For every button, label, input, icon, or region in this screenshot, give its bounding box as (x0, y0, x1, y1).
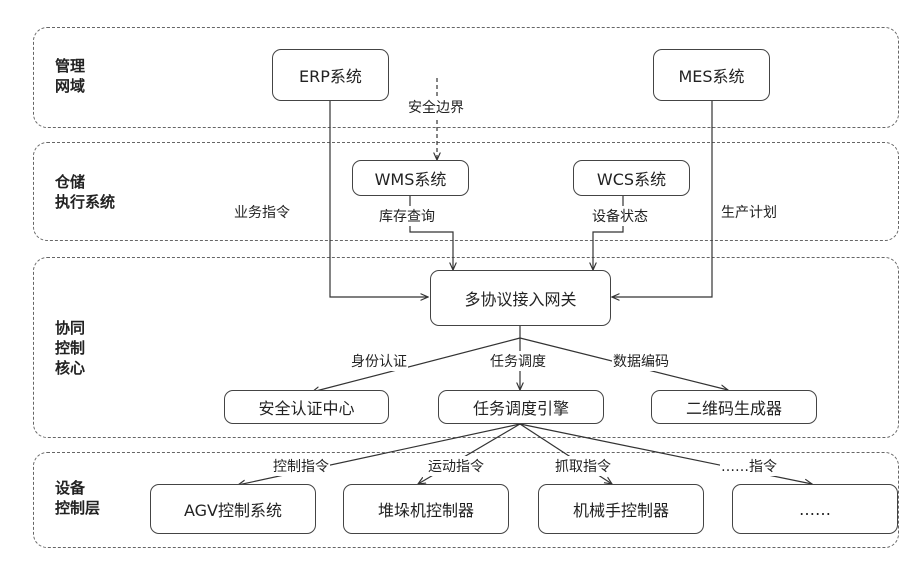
wcs-system-node: WCS系统 (573, 160, 690, 196)
production-plan-label: 生产计划 (720, 202, 778, 222)
mes-system-label: MES系统 (678, 63, 744, 87)
robot-arm-controller-node: 机械手控制器 (538, 484, 704, 534)
security-boundary-label: 安全边界 (407, 97, 465, 117)
edge-erp-gateway (330, 101, 428, 297)
wcs-system-label: WCS系统 (597, 166, 666, 190)
qr-generator-node: 二维码生成器 (651, 390, 817, 424)
grab-command-label: 抓取指令 (554, 456, 612, 476)
multi-protocol-gateway-node: 多协议接入网关 (430, 270, 611, 326)
task-dispatch-label: 任务调度 (489, 351, 547, 371)
agv-control-node: AGV控制系统 (150, 484, 316, 534)
business-command-label: 业务指令 (233, 202, 291, 222)
qr-generator-label: 二维码生成器 (686, 395, 782, 419)
other-command-label: ……指令 (720, 456, 778, 476)
control-command-label: 控制指令 (272, 456, 330, 476)
stacker-controller-label: 堆垛机控制器 (378, 497, 474, 521)
more-devices-node: …… (732, 484, 898, 534)
auth-center-label: 安全认证中心 (258, 395, 354, 419)
wms-system-node: WMS系统 (352, 160, 469, 196)
agv-control-label: AGV控制系统 (184, 497, 282, 521)
mes-system-node: MES系统 (653, 49, 770, 101)
robot-arm-controller-label: 机械手控制器 (573, 497, 669, 521)
erp-system-label: ERP系统 (299, 63, 362, 87)
security-auth-center-node: 安全认证中心 (224, 390, 389, 424)
scheduler-label: 任务调度引擎 (473, 395, 569, 419)
device-status-label: 设备状态 (591, 206, 649, 226)
edge-mes-gateway (612, 101, 712, 297)
motion-command-label: 运动指令 (427, 456, 485, 476)
data-encoding-label: 数据编码 (612, 351, 670, 371)
more-devices-label: …… (799, 500, 831, 519)
inventory-query-label: 库存查询 (378, 206, 436, 226)
stacker-controller-node: 堆垛机控制器 (343, 484, 509, 534)
erp-system-node: ERP系统 (272, 49, 389, 101)
identity-auth-label: 身份认证 (350, 351, 408, 371)
gateway-label: 多协议接入网关 (464, 286, 576, 310)
task-scheduler-node: 任务调度引擎 (438, 390, 604, 424)
wms-system-label: WMS系统 (375, 166, 447, 190)
